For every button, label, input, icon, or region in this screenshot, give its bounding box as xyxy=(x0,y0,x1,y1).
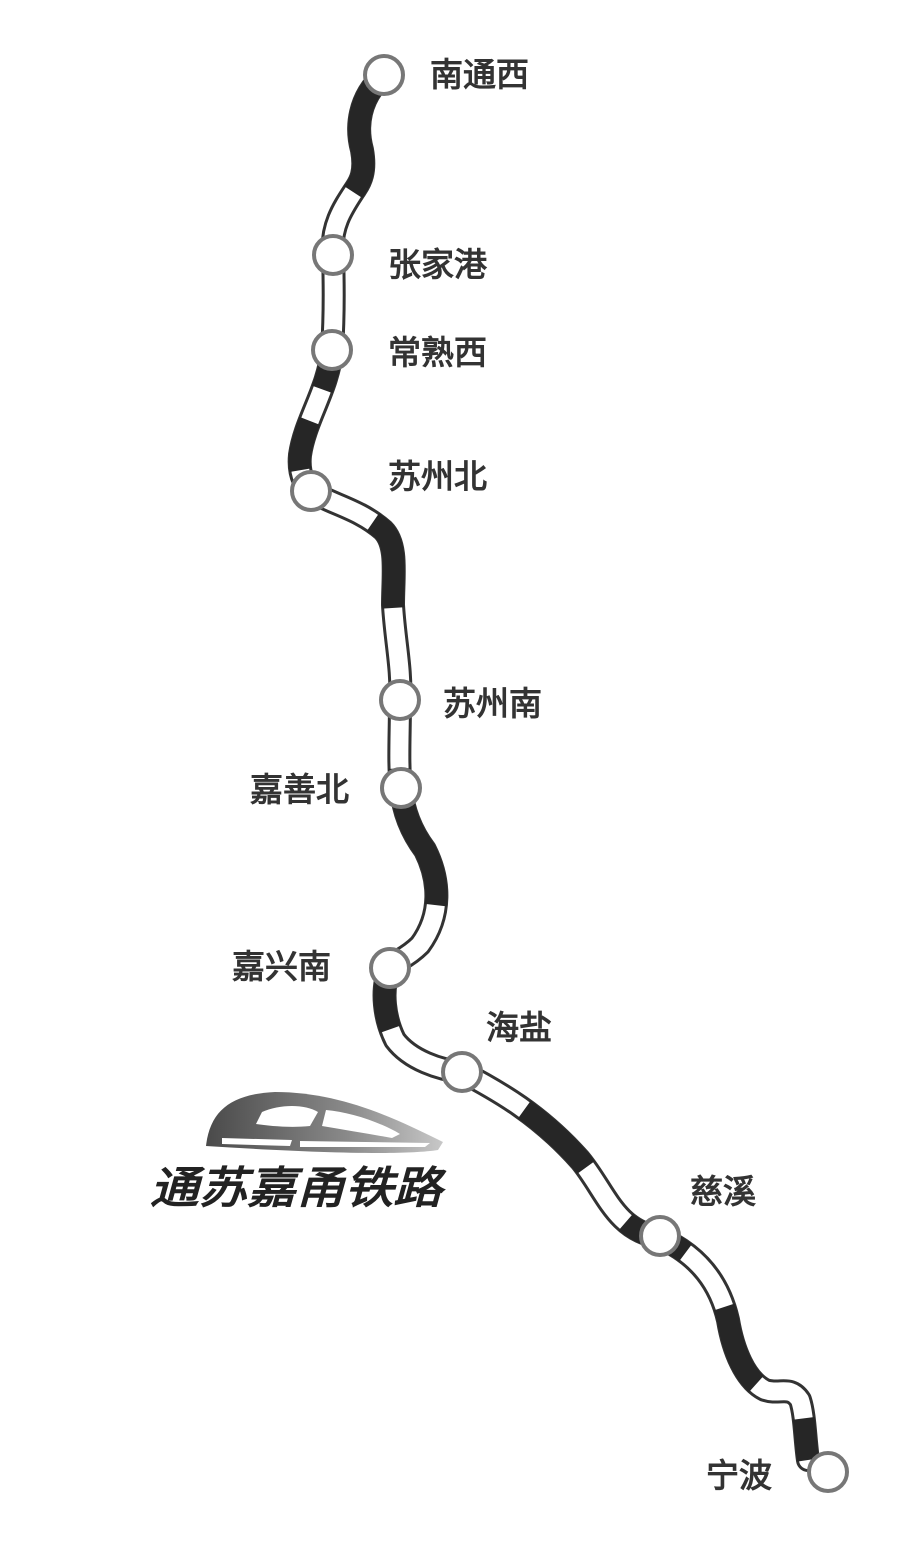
route-dark-segment xyxy=(288,66,819,1462)
route-dark-segment xyxy=(288,66,819,1462)
station-label: 南通西 xyxy=(430,55,529,94)
station-suzhounan[interactable]: 苏州南 xyxy=(379,679,542,723)
station-label: 常熟西 xyxy=(388,333,487,372)
station-marker[interactable] xyxy=(379,679,421,721)
station-label: 宁波 xyxy=(706,1456,772,1495)
line-name-title: 通苏嘉甬铁路 xyxy=(150,1163,448,1214)
station-marker[interactable] xyxy=(807,1451,849,1493)
train-nose-icon xyxy=(206,1092,443,1153)
station-marker[interactable] xyxy=(311,329,353,371)
station-ningbo[interactable]: 宁波 xyxy=(706,1451,849,1495)
station-nantongxi[interactable]: 南通西 xyxy=(363,54,529,96)
station-label: 海盐 xyxy=(486,1008,552,1047)
route-dark-segment xyxy=(288,66,819,1462)
route-dark-segment xyxy=(288,66,819,1462)
station-zhangjiagang[interactable]: 张家港 xyxy=(312,234,488,284)
station-label: 苏州北 xyxy=(388,457,487,496)
route-track-fill xyxy=(290,66,817,1469)
route-dark-segment xyxy=(288,66,819,1462)
station-suzhoubei[interactable]: 苏州北 xyxy=(290,457,487,512)
route-track-outline xyxy=(287,63,820,1472)
station-marker[interactable] xyxy=(380,767,422,809)
station-haiyan[interactable]: 海盐 xyxy=(441,1008,552,1093)
route-track xyxy=(287,63,820,1472)
station-changshuxi[interactable]: 常熟西 xyxy=(311,329,487,372)
station-label: 嘉善北 xyxy=(250,770,349,809)
route-dark-segment xyxy=(288,66,819,1462)
route-dark-segment xyxy=(288,66,819,1462)
station-label: 慈溪 xyxy=(690,1172,757,1211)
station-label: 苏州南 xyxy=(443,684,542,723)
station-marker[interactable] xyxy=(312,234,354,276)
station-marker[interactable] xyxy=(441,1051,483,1093)
route-dark-segment xyxy=(288,66,819,1462)
stations: 南通西 张家港 常熟西 苏州北 苏州南 嘉善北 嘉兴南 海盐 xyxy=(232,54,849,1495)
station-marker[interactable] xyxy=(369,947,411,989)
station-jiaxingnan[interactable]: 嘉兴南 xyxy=(232,947,411,989)
line-logo: 通苏嘉甬铁路 xyxy=(150,1092,448,1214)
station-marker[interactable] xyxy=(639,1215,681,1257)
station-marker[interactable] xyxy=(290,470,332,512)
station-cixi[interactable]: 慈溪 xyxy=(639,1172,757,1257)
station-label: 张家港 xyxy=(388,245,488,284)
route-dark-segments xyxy=(288,66,819,1462)
station-marker[interactable] xyxy=(363,54,405,96)
route-dark-segment xyxy=(288,66,819,1462)
route-dark-segment xyxy=(288,66,819,1462)
station-label: 嘉兴南 xyxy=(232,947,331,986)
station-jiashanbei[interactable]: 嘉善北 xyxy=(250,767,422,809)
